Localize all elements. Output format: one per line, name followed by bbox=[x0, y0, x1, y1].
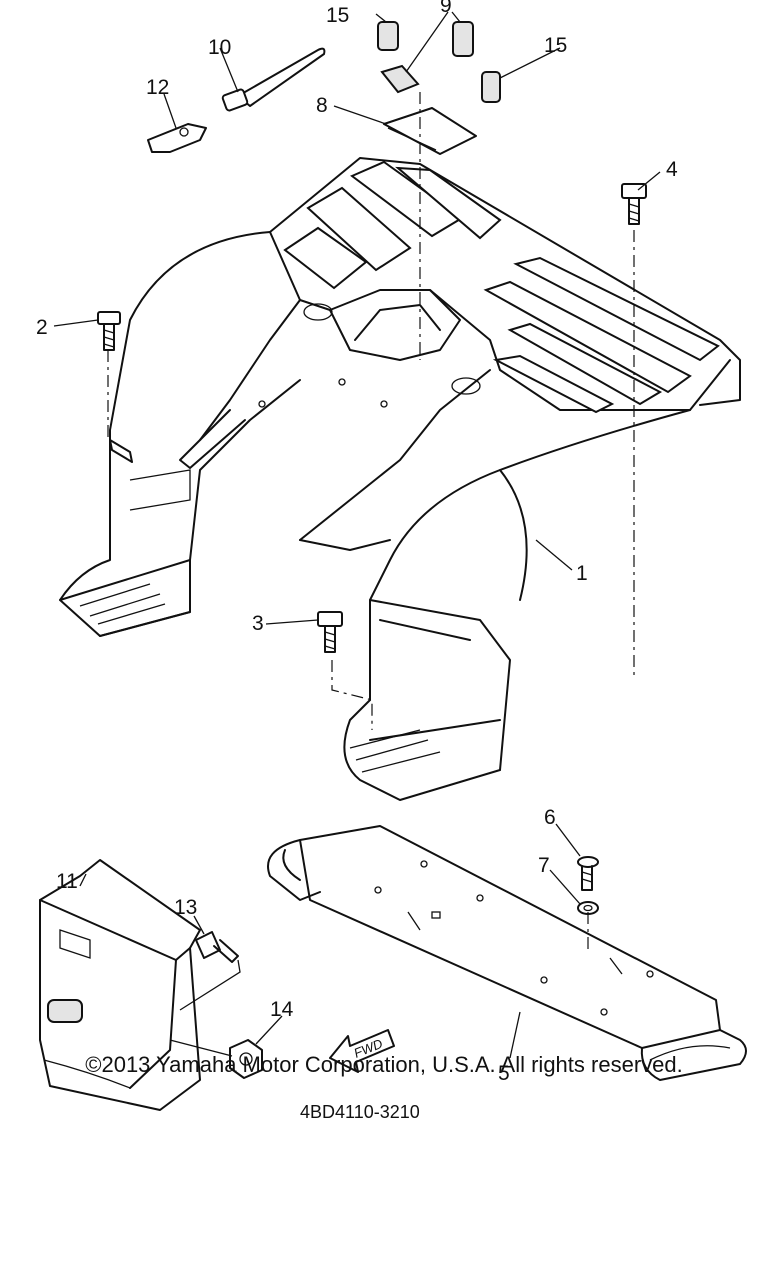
parts-diagram: FWD 1 2 3 4 5 6 7 8 9 10 11 12 13 14 15 … bbox=[36, 0, 747, 1120]
leader-lines bbox=[53, 11, 661, 1059]
part-12-clip bbox=[147, 123, 207, 153]
callout-8: 8 bbox=[316, 94, 328, 117]
part-15-right-pad bbox=[481, 71, 501, 103]
part-5-plate bbox=[267, 825, 747, 1081]
callout-14: 14 bbox=[270, 998, 294, 1021]
part-14-nut bbox=[229, 1039, 263, 1079]
diagram-code: 4BD4110-3210 bbox=[300, 1102, 420, 1120]
callout-10: 10 bbox=[208, 36, 231, 59]
callout-5: 5 bbox=[498, 1062, 510, 1085]
part-10-strap bbox=[221, 47, 326, 112]
callout-3: 3 bbox=[252, 612, 264, 635]
callout-13: 13 bbox=[174, 896, 197, 919]
callout-15-left: 15 bbox=[326, 4, 349, 27]
part-4-bolt bbox=[621, 183, 647, 225]
callout-15-right: 15 bbox=[544, 34, 567, 57]
callout-1: 1 bbox=[576, 562, 588, 585]
callout-7: 7 bbox=[538, 854, 550, 877]
part-2-bolt bbox=[97, 311, 121, 351]
center-lines bbox=[107, 92, 635, 950]
callout-2: 2 bbox=[36, 316, 48, 339]
callout-12: 12 bbox=[146, 76, 169, 99]
callout-9: 9 bbox=[440, 0, 452, 17]
part-6-screw bbox=[577, 856, 599, 891]
part-8-sheet bbox=[383, 107, 477, 155]
part-9-pad-upper bbox=[452, 21, 474, 57]
part-3-bolt bbox=[317, 611, 343, 653]
part-15-left-pad bbox=[377, 21, 399, 51]
copyright-notice: ©2013 Yamaha Motor Corporation, U.S.A. A… bbox=[85, 1052, 683, 1077]
part-1-rear-fender bbox=[59, 157, 741, 801]
part-9-pad-lower bbox=[380, 64, 420, 94]
part-13-bolt bbox=[195, 931, 239, 963]
callout-11: 11 bbox=[56, 870, 78, 893]
callout-6: 6 bbox=[544, 806, 556, 829]
callout-4: 4 bbox=[666, 158, 678, 181]
part-11-box bbox=[39, 859, 201, 1111]
